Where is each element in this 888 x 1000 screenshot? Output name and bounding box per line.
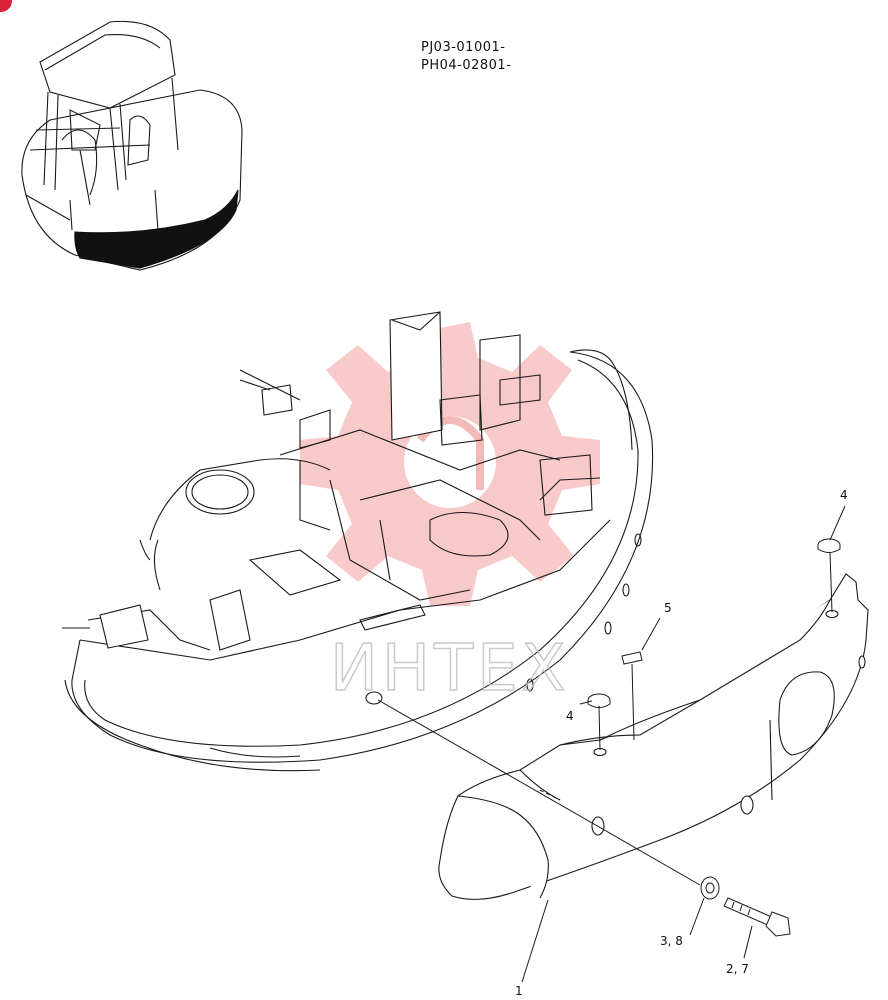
bolt-2-7 (723, 897, 791, 937)
callout-4-left: 4 (566, 709, 574, 723)
serial-range-1: PJ03-01001- (421, 40, 506, 55)
excavator-location-icon (21, 20, 243, 271)
callout-3-8: 3, 8 (660, 934, 683, 948)
counterweight-part (438, 573, 869, 900)
leader-lines (377, 505, 846, 983)
cap-plug-4a (817, 538, 841, 553)
label-plate-5 (621, 651, 643, 665)
callout-1: 1 (515, 984, 523, 998)
watermark-text: ИНТЕХ (330, 632, 569, 706)
cap-plug-4b (587, 693, 611, 708)
callout-2-7: 2, 7 (726, 962, 749, 976)
highlighted-counterweight (74, 189, 239, 269)
callout-4-top: 4 (840, 488, 848, 502)
watermark-logo (300, 322, 600, 606)
serial-range-2: PH04-02801- (421, 58, 512, 73)
callout-5: 5 (664, 601, 672, 615)
upper-frame (62, 311, 654, 772)
washer-3-8 (700, 876, 720, 900)
